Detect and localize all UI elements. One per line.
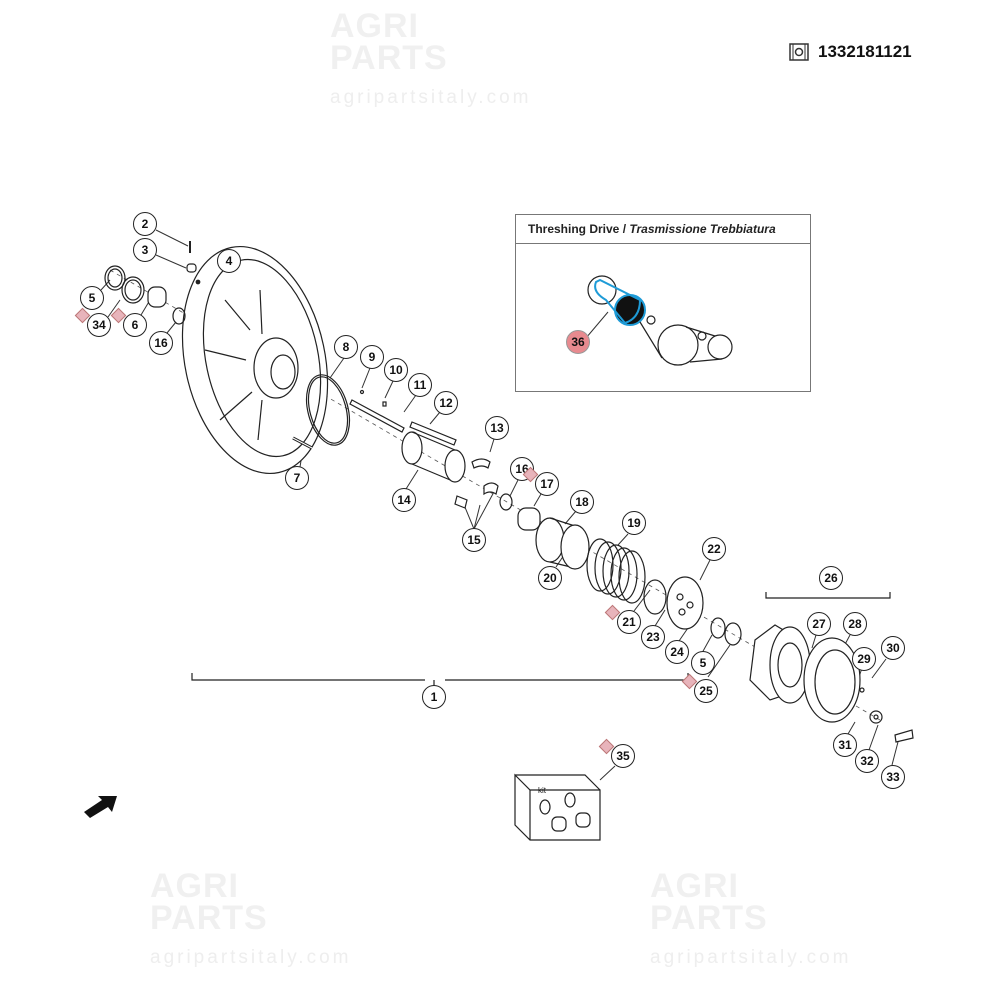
callout-25[interactable]: 25	[694, 679, 718, 703]
spring	[586, 538, 646, 604]
callout-18[interactable]: 18	[570, 490, 594, 514]
callout-21[interactable]: 21	[617, 610, 641, 634]
callout-28[interactable]: 28	[843, 612, 867, 636]
callout-8[interactable]: 8	[334, 335, 358, 359]
variator-assembly	[749, 624, 914, 743]
callout-14[interactable]: 14	[392, 488, 416, 512]
callout-30[interactable]: 30	[881, 636, 905, 660]
callout-5[interactable]: 5	[80, 286, 104, 310]
kit-label: kit	[538, 786, 546, 795]
callout-6[interactable]: 6	[123, 313, 147, 337]
direction-arrow-icon	[84, 796, 117, 818]
callout-9[interactable]: 9	[360, 345, 384, 369]
callout-31[interactable]: 31	[833, 733, 857, 757]
callout-27[interactable]: 27	[807, 612, 831, 636]
callout-7[interactable]: 7	[285, 466, 309, 490]
inset-belt-diagram	[587, 275, 733, 366]
callout-13[interactable]: 13	[485, 416, 509, 440]
callout-11[interactable]: 11	[408, 373, 432, 397]
callout-2[interactable]: 2	[133, 212, 157, 236]
callout-17[interactable]: 17	[535, 472, 559, 496]
callout-24[interactable]: 24	[665, 640, 689, 664]
callout-1[interactable]: 1	[422, 685, 446, 709]
callout-5[interactable]: 5	[691, 651, 715, 675]
parts-catalog-icon	[789, 43, 809, 61]
callout-23[interactable]: 23	[641, 625, 665, 649]
kit-box	[514, 773, 601, 841]
callout-10[interactable]: 10	[384, 358, 408, 382]
callout-32[interactable]: 32	[855, 749, 879, 773]
callout-3[interactable]: 3	[133, 238, 157, 262]
assembly-bracket	[765, 592, 891, 599]
callout-20[interactable]: 20	[538, 566, 562, 590]
callout-35[interactable]: 35	[611, 744, 635, 768]
callout-16[interactable]: 16	[149, 331, 173, 355]
drive-pulley	[181, 245, 329, 475]
callout-26[interactable]: 26	[819, 566, 843, 590]
callout-34[interactable]: 34	[87, 313, 111, 337]
threshing-drive-inset: Threshing Drive / Trasmissione Trebbiatu…	[515, 214, 811, 392]
callout-33[interactable]: 33	[881, 765, 905, 789]
callout-15[interactable]: 15	[462, 528, 486, 552]
callout-19[interactable]: 19	[622, 511, 646, 535]
callout-22[interactable]: 22	[702, 537, 726, 561]
inset-title: Threshing Drive / Trasmissione Trebbiatu…	[516, 215, 810, 244]
callout-12[interactable]: 12	[434, 391, 458, 415]
assembly-bracket	[191, 673, 425, 681]
part-number-header: 1332181121	[788, 42, 912, 62]
callout-36[interactable]: 36	[566, 330, 590, 354]
part-number: 1332181121	[818, 42, 912, 61]
callout-4[interactable]: 4	[217, 249, 241, 273]
callout-29[interactable]: 29	[852, 647, 876, 671]
